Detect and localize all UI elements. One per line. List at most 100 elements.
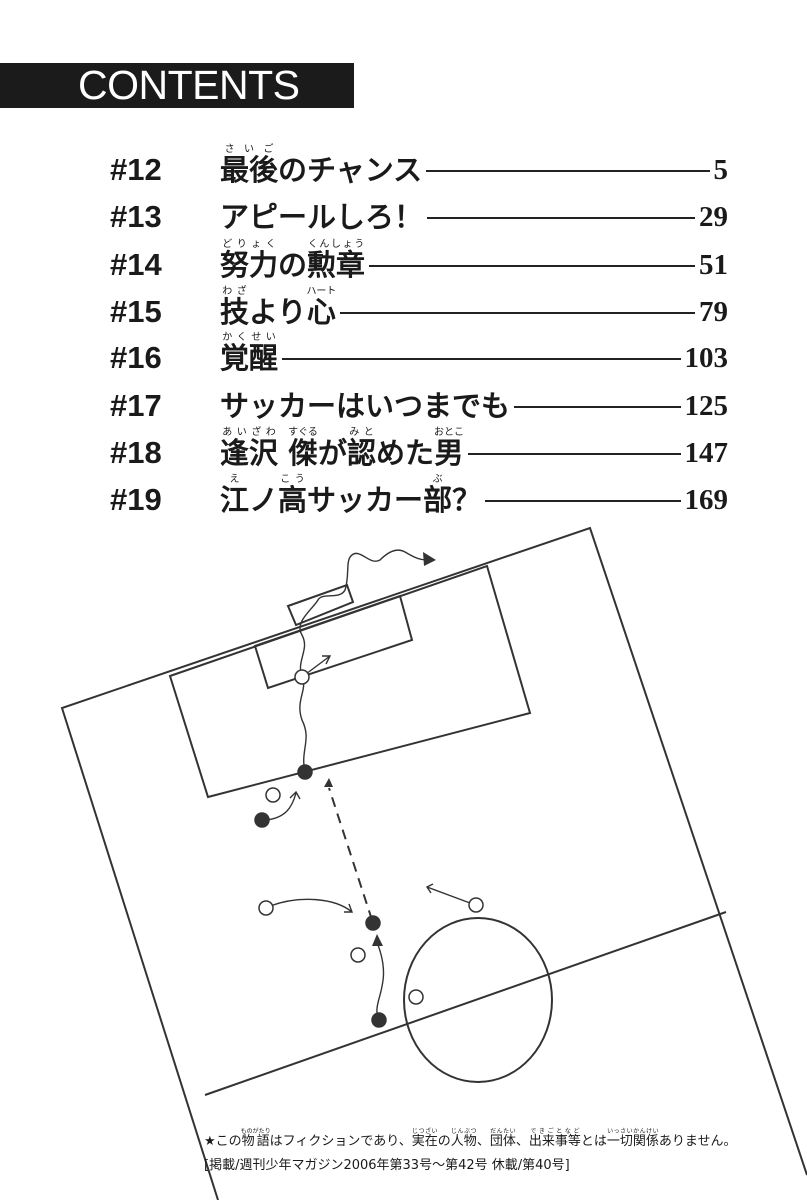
ruby-text: 一切関係いっさいかんけい <box>607 1128 659 1149</box>
text-segment: はフィクションであり、 <box>269 1134 412 1149</box>
chapter-title: 最後さいごのチャンス <box>220 144 422 187</box>
run-arrow-2 <box>269 898 354 913</box>
player-open <box>265 787 281 803</box>
chapter-title: 技わざより心ハート <box>220 286 336 329</box>
ruby-text: 認みと <box>347 427 376 470</box>
field-outline <box>60 526 807 1200</box>
furigana: だんたい <box>489 1128 516 1135</box>
leader-line <box>369 265 695 267</box>
text-segment: サッカー <box>307 483 424 517</box>
chapter-number: #13 <box>110 199 162 234</box>
text-segment: アピールしろ！ <box>220 200 424 234</box>
furigana: くんしょう <box>307 239 366 250</box>
text-segment: の <box>437 1134 451 1149</box>
kanji: 男 <box>433 436 464 470</box>
text-segment: より <box>249 295 307 329</box>
kanji: 努力 <box>220 248 279 282</box>
kanji: 傑 <box>288 436 318 470</box>
furigana: おとこ <box>433 427 464 438</box>
toc-entry[interactable]: #12 最後さいごのチャンス 5 <box>110 144 729 187</box>
chapter-title: 努力どりょくの勲章くんしょう <box>220 239 365 282</box>
run-arrow-3 <box>425 883 471 904</box>
text-segment <box>278 436 288 470</box>
page-number: 5 <box>713 154 729 186</box>
ruby-text: 団体だんたい <box>489 1128 516 1149</box>
serialization-info: [掲載/週刊少年マガジン2006年第33号～第42号 休載/第40号] <box>204 1158 570 1173</box>
ruby-text: 江え <box>220 474 249 517</box>
player-filled <box>254 812 270 828</box>
chapter-title: アピールしろ！ <box>220 200 423 234</box>
ruby-text: 人物じんぶつ <box>450 1128 477 1149</box>
furigana: ものがたり <box>240 1128 271 1135</box>
ruby-text: 出来事等できごとなど <box>528 1128 581 1149</box>
leader-line <box>485 500 681 502</box>
ruby-text: 心ハート <box>306 286 336 329</box>
chapter-number: #12 <box>110 152 162 187</box>
furigana: すぐる <box>288 427 318 438</box>
kanji: 団体 <box>489 1134 516 1149</box>
kanji: 出来事等 <box>528 1134 581 1149</box>
leader-line <box>514 406 681 408</box>
ruby-text: 技わざ <box>220 286 249 329</box>
ruby-text: 覚醒かくせい <box>220 332 278 375</box>
kanji: 覚醒 <box>220 341 279 375</box>
run-arrow-4 <box>376 944 385 1019</box>
chapter-title: サッカーはいつまでも <box>220 389 510 423</box>
kanji: 人物 <box>450 1134 477 1149</box>
ruby-text: 逢沢あいざわ <box>220 427 278 470</box>
chapter-number: #18 <box>110 435 162 470</box>
ruby-text: 勲章くんしょう <box>307 239 365 282</box>
furigana: いっさいかんけい <box>606 1128 659 1135</box>
chapter-title: 覚醒かくせい <box>220 332 278 375</box>
furigana: ハート <box>306 286 337 297</box>
chapter-title: 江えノ高こうサッカー部ぶ？ <box>220 474 481 517</box>
ruby-text: 努力どりょく <box>220 239 278 282</box>
kanji: 部 <box>423 483 453 517</box>
chapter-number: #16 <box>110 340 162 375</box>
ruby-text: 傑すぐる <box>288 427 318 470</box>
leader-line <box>282 358 681 360</box>
pass-dashed <box>328 787 373 921</box>
furigana: え <box>220 474 249 485</box>
furigana: あいざわ <box>220 427 279 438</box>
chapter-number: #14 <box>110 247 162 282</box>
furigana: さいご <box>220 144 278 155</box>
text-segment: サッカーはいつまでも <box>220 389 511 423</box>
kanji: 物語 <box>240 1134 271 1149</box>
kanji: 実在 <box>411 1134 438 1149</box>
contents-header-bar <box>0 63 354 108</box>
furigana: じんぶつ <box>450 1128 477 1135</box>
furigana: ぶ <box>423 474 453 485</box>
furigana: じつざい <box>411 1128 438 1135</box>
player-filled <box>365 915 381 931</box>
leader-line <box>340 312 695 314</box>
ruby-text: 男おとこ <box>434 427 464 470</box>
player-filled <box>371 1012 387 1028</box>
center-circle <box>403 917 553 1083</box>
dribble-path <box>299 549 429 773</box>
text-segment: 、 <box>515 1134 529 1149</box>
halfway-line <box>204 911 727 1096</box>
fiction-disclaimer: ★この物語ものがたりはフィクションであり、実在じつざいの人物じんぶつ、団体だんた… <box>204 1128 737 1150</box>
chapter-title: 逢沢あいざわ 傑すぐるが認みとめた男おとこ <box>220 427 464 470</box>
goal-area <box>253 594 414 690</box>
text-segment: ノ <box>249 483 279 517</box>
furigana: こう <box>278 474 308 485</box>
chapter-number: #17 <box>110 388 162 423</box>
player-filled <box>297 764 313 780</box>
kanji: 最後 <box>220 153 279 187</box>
kanji: 認 <box>346 436 376 470</box>
kanji: 逢沢 <box>220 436 279 470</box>
player-open <box>468 897 484 913</box>
leader-line <box>467 453 681 455</box>
text-segment: 、 <box>476 1134 490 1149</box>
kanji: 心 <box>306 295 337 329</box>
